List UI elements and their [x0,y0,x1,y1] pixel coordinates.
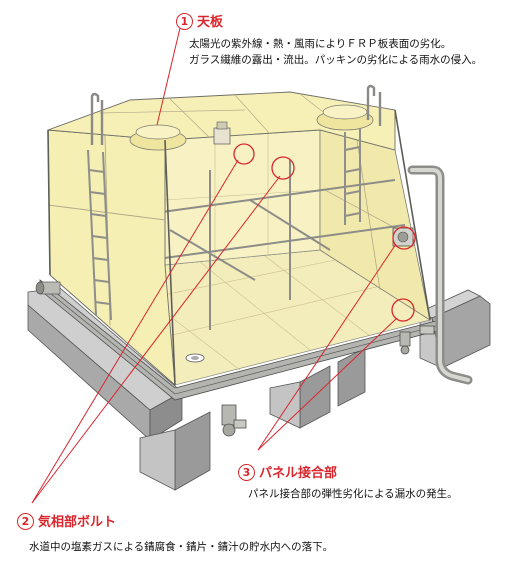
callout-panel-joint-line: パネル接合部の弾性劣化による漏水の発生。 [248,488,458,500]
leader-bolt-a [31,159,239,504]
marker-panel-joint-2 [391,298,415,322]
leader-lines [31,27,398,504]
callout-roof-line: ガラス繊維の露出・流出。パッキンの劣化による雨水の侵入。 [189,54,483,66]
callout-gas-bolt-description: 水道中の塩素ガスによる錆腐食・錆片・錆汁の貯水内への落下。 [29,539,333,555]
roof-handrails [90,84,382,145]
callout-panel-joint-title: 3 パネル接合部 [238,462,458,481]
callout-gas-bolt-label: 気相部ボルト [38,515,117,530]
ladder-left [87,149,112,321]
callout-markers [233,143,416,322]
callout-roof-label: 天板 [197,15,224,30]
leader-bolt-b [31,175,281,504]
overflow-pipe [407,165,473,385]
internal-braces [139,160,406,330]
callout-roof-line: 太陽光の紫外線・熱・風雨によりＦＲＰ板表面の劣化。 [189,38,452,50]
inlet-pipe [35,281,61,295]
floor-drain [185,353,205,363]
concrete-foundation [27,287,491,491]
callout-roof-title: 1 天板 [176,11,482,30]
callout-panel-joint: 3 パネル接合部 パネル接合部の弾性劣化による漏水の発生。 [238,462,458,502]
bottom-valves [221,325,435,437]
leader-joint-a [257,243,397,451]
callout-panel-joint-label: パネル接合部 [259,466,338,481]
callout-gas-bolt-number: 2 [17,513,34,530]
callout-roof-number: 1 [176,13,193,30]
leader-roof [156,27,181,126]
marker-roof [233,143,255,165]
back-wall [164,129,321,266]
ladder-inside [344,128,361,225]
leader-joint-b [257,317,398,451]
callout-gas-bolt: 2 気相部ボルト 水道中の塩素ガスによる錆腐食・錆片・錆汁の貯水内への落下。 [17,511,333,555]
side-flange [392,227,414,247]
callout-roof: 1 天板 太陽光の紫外線・熱・風雨によりＦＲＰ板表面の劣化。 ガラス繊維の露出・流… [176,11,482,68]
marker-gas-bolt [271,156,295,180]
callout-panel-joint-number: 3 [238,464,255,481]
marker-panel-joint-1 [392,226,416,250]
callout-gas-bolt-title: 2 気相部ボルト [17,511,333,530]
callout-roof-description: 太陽光の紫外線・熱・風雨によりＦＲＰ板表面の劣化。 ガラス繊維の露出・流出。パッ… [189,36,482,68]
callout-panel-joint-description: パネル接合部の弾性劣化による漏水の発生。 [248,486,458,502]
callout-gas-bolt-line: 水道中の塩素ガスによる錆腐食・錆片・錆汁の貯水内への落下。 [29,541,334,553]
